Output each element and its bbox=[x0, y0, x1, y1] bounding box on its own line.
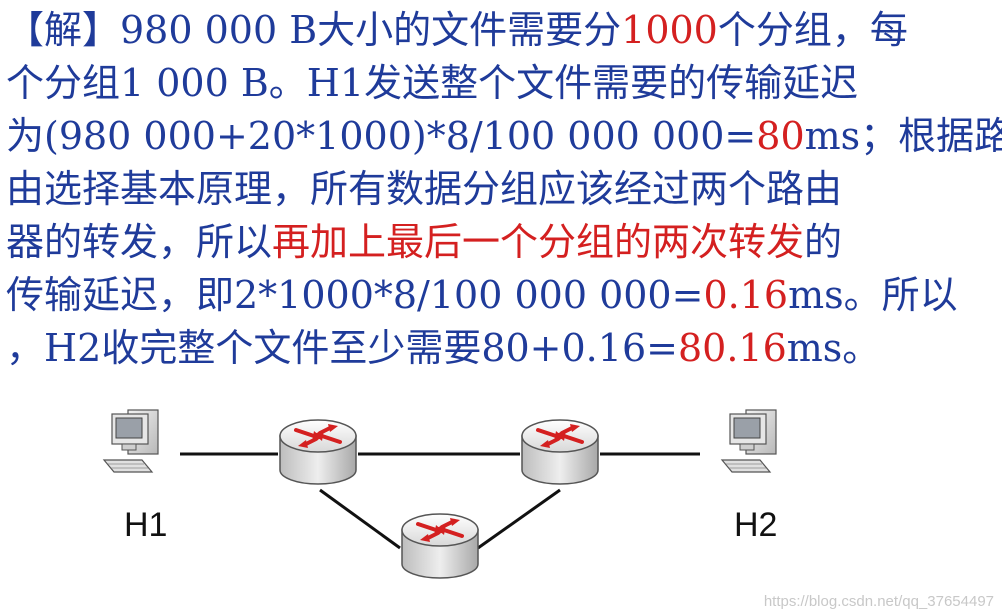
text-segment: 【解】980 000 B大小的文件需要分 bbox=[6, 8, 622, 52]
highlight-segment: 1000 bbox=[621, 8, 718, 52]
highlight-segment: 再加上最后一个分组的两次转发 bbox=[272, 220, 805, 264]
text-segment: 为(980 000+20*1000)*8/100 000 000= bbox=[6, 114, 757, 158]
host-h2-computer-icon bbox=[721, 409, 777, 473]
text-segment: ms；根据路 bbox=[804, 114, 1002, 158]
highlight-segment: 80 bbox=[756, 114, 805, 158]
host-h1-label: H1 bbox=[124, 506, 168, 544]
text-segment: ，H2收完整个文件至少需要80+0.16= bbox=[6, 326, 678, 370]
highlight-segment: 0.16 bbox=[703, 273, 789, 317]
solution-line-7: ，H2收完整个文件至少需要80+0.16=80.16ms。 bbox=[6, 322, 996, 375]
host-h1-computer-icon bbox=[103, 409, 159, 473]
text-segment: 个分组，每 bbox=[717, 8, 908, 52]
links bbox=[180, 452, 700, 550]
solution-line-4: 由选择基本原理，所有数据分组应该经过两个路由 bbox=[6, 163, 996, 216]
text-segment: 的 bbox=[804, 220, 843, 264]
solution-line-2: 个分组1 000 B。H1发送整个文件需要的传输延迟 bbox=[6, 57, 996, 110]
text-segment: ms。所以 bbox=[788, 273, 958, 317]
solution-line-5: 器的转发，所以再加上最后一个分组的两次转发的 bbox=[6, 216, 996, 269]
solution-line-1: 【解】980 000 B大小的文件需要分1000个分组，每 bbox=[6, 4, 996, 57]
host-h2-label: H2 bbox=[734, 506, 778, 544]
link-r2-r3 bbox=[477, 488, 561, 550]
router-1-icon bbox=[278, 418, 358, 486]
solution-line-3: 为(980 000+20*1000)*8/100 000 000=80ms；根据… bbox=[6, 110, 1002, 163]
highlight-segment: 80.16 bbox=[677, 326, 787, 370]
text-segment: ms。 bbox=[786, 326, 881, 370]
text-segment: 由选择基本原理，所有数据分组应该经过两个路由 bbox=[6, 167, 843, 211]
network-diagram bbox=[103, 409, 777, 580]
router-3-icon bbox=[400, 512, 480, 580]
link-r1-r3 bbox=[319, 488, 401, 550]
text-segment: 个分组1 000 B。H1发送整个文件需要的传输延迟 bbox=[6, 61, 859, 105]
solution-line-6: 传输延迟，即2*1000*8/100 000 000=0.16ms。所以 bbox=[6, 269, 996, 322]
text-segment: 传输延迟，即2*1000*8/100 000 000= bbox=[6, 273, 704, 317]
watermark: https://blog.csdn.net/qq_37654497 bbox=[763, 593, 994, 610]
text-segment: 器的转发，所以 bbox=[6, 220, 273, 264]
router-2-icon bbox=[520, 418, 600, 486]
solution-text: 【解】980 000 B大小的文件需要分1000个分组，每 个分组1 000 B… bbox=[6, 4, 1002, 375]
